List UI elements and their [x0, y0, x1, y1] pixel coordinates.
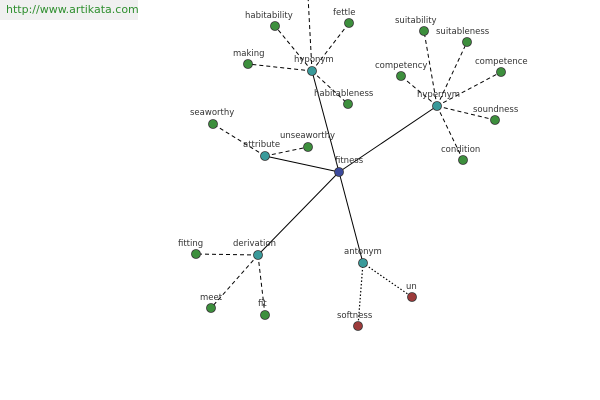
edge-hyponym1-making [247, 63, 313, 72]
node-soundness[interactable]: soundness [473, 105, 519, 125]
node-dot-hypernym[interactable] [432, 101, 442, 111]
node-suitableness[interactable]: suitableness [436, 27, 490, 47]
node-label-habitableness[interactable]: habitableness [314, 89, 374, 99]
node-label-making[interactable]: making [233, 49, 265, 59]
edge-derivation-fitting [195, 253, 259, 256]
node-dot-suitableness[interactable] [462, 37, 472, 47]
edge-hyponym1-fettle [311, 22, 350, 72]
node-dot-un[interactable] [407, 292, 417, 302]
node-competency[interactable]: competency [375, 61, 427, 81]
edge-attribute-unseaworthy [264, 146, 309, 157]
edge-hypernym-competency [400, 75, 438, 107]
edge-antonym-softness [357, 262, 364, 327]
node-dot-softness[interactable] [353, 321, 363, 331]
node-fit[interactable]: fit [258, 299, 270, 320]
node-dot-fitness[interactable] [334, 167, 344, 177]
node-label-habitability[interactable]: habitability [245, 11, 293, 21]
edge-hyponym1-habitability [274, 25, 313, 72]
edges-layer [195, 0, 502, 327]
node-label-suitability[interactable]: suitability [395, 16, 437, 26]
node-label-attribute[interactable]: attribute [243, 140, 280, 150]
node-dot-unseaworthy[interactable] [303, 142, 313, 152]
node-fettle[interactable]: fettle [333, 8, 355, 28]
node-label-competency[interactable]: competency [375, 61, 427, 71]
node-condition[interactable]: condition [441, 145, 480, 165]
node-making[interactable]: making [233, 49, 265, 69]
node-hyponym1[interactable]: hyponym [294, 55, 334, 76]
node-un[interactable]: un [406, 282, 417, 302]
node-fitting[interactable]: fitting [178, 239, 203, 259]
watermark-url[interactable]: http://www.artikata.com [0, 0, 139, 20]
node-label-fettle[interactable]: fettle [333, 8, 355, 18]
edge-hypernym-condition [436, 105, 464, 161]
node-dot-fitting[interactable] [191, 249, 201, 259]
node-label-unseaworthy[interactable]: unseaworthy [280, 131, 335, 141]
edge-attribute-seaworthy [212, 123, 266, 157]
node-meet[interactable]: meet [200, 293, 223, 313]
node-label-un[interactable]: un [406, 282, 417, 292]
node-label-hypernym[interactable]: hypernym [417, 90, 460, 100]
edge-derivation-meet [210, 254, 259, 309]
node-label-competence[interactable]: competence [475, 57, 528, 67]
node-label-derivation[interactable]: derivation [233, 239, 276, 249]
node-label-condition[interactable]: condition [441, 145, 480, 155]
node-label-soundness[interactable]: soundness [473, 105, 519, 115]
node-dot-fit[interactable] [260, 310, 270, 320]
node-seaworthy[interactable]: seaworthy [190, 108, 234, 129]
edge-hyponym1-offscreen-top [307, 0, 313, 72]
node-dot-habitability[interactable] [270, 21, 280, 31]
node-softness[interactable]: softness [337, 311, 373, 331]
edge-hypernym-suitability [423, 30, 438, 107]
node-dot-condition[interactable] [458, 155, 468, 165]
node-hypernym[interactable]: hypernym [417, 90, 460, 111]
node-label-seaworthy[interactable]: seaworthy [190, 108, 234, 118]
edge-hyponym1-habitableness [311, 70, 349, 105]
node-suitability[interactable]: suitability [395, 16, 437, 36]
edge-fitness-derivation [257, 171, 340, 256]
node-label-hyponym1[interactable]: hyponym [294, 55, 334, 65]
node-label-softness[interactable]: softness [337, 311, 373, 321]
node-dot-fettle[interactable] [344, 18, 354, 28]
edge-fitness-antonym [338, 171, 364, 264]
node-dot-competence[interactable] [496, 67, 506, 77]
node-dot-habitableness[interactable] [343, 99, 353, 109]
node-attribute[interactable]: attribute [243, 140, 280, 161]
nodes-layer: fitness hyponym hypernym attribute derivatio… [178, 8, 528, 331]
node-antonym[interactable]: antonym [344, 247, 382, 268]
node-dot-meet[interactable] [206, 303, 216, 313]
edge-fitness-hyponym1 [311, 70, 340, 173]
node-derivation[interactable]: derivation [233, 239, 276, 260]
node-dot-soundness[interactable] [490, 115, 500, 125]
node-fitness[interactable]: fitness [334, 156, 364, 177]
node-label-meet[interactable]: meet [200, 293, 223, 303]
node-label-fitness[interactable]: fitness [335, 156, 364, 166]
node-dot-seaworthy[interactable] [208, 119, 218, 129]
node-competence[interactable]: competence [475, 57, 528, 77]
node-habitability[interactable]: habitability [245, 11, 293, 31]
node-dot-making[interactable] [243, 59, 253, 69]
node-label-fit[interactable]: fit [258, 299, 267, 309]
edge-hypernym-suitableness [436, 41, 468, 107]
node-label-fitting[interactable]: fitting [178, 239, 203, 249]
edge-hypernym-soundness [436, 105, 496, 121]
node-dot-competency[interactable] [396, 71, 406, 81]
edge-fitness-attribute [264, 155, 340, 173]
node-habitableness[interactable]: habitableness [314, 89, 374, 109]
edge-fitness-hypernym [338, 105, 438, 173]
node-dot-suitability[interactable] [419, 26, 429, 36]
node-label-suitableness[interactable]: suitableness [436, 27, 490, 37]
edge-derivation-fit [257, 254, 266, 316]
node-label-antonym[interactable]: antonym [344, 247, 382, 257]
edge-hypernym-competence [436, 71, 502, 107]
node-dot-derivation[interactable] [253, 250, 263, 260]
node-dot-attribute[interactable] [260, 151, 270, 161]
node-unseaworthy[interactable]: unseaworthy [280, 131, 335, 152]
node-dot-hyponym1[interactable] [307, 66, 317, 76]
edge-antonym-un [362, 262, 413, 298]
node-dot-antonym[interactable] [358, 258, 368, 268]
